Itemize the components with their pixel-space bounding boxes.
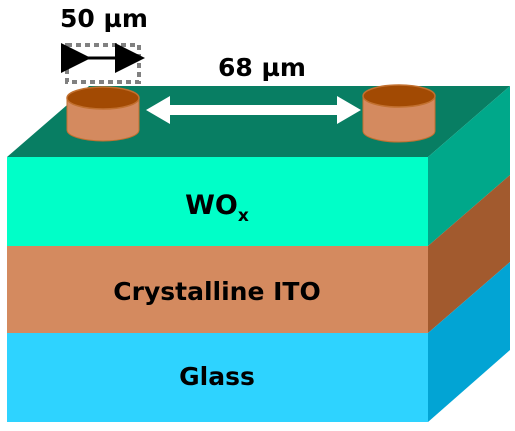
electrode-width-label: 50 µm bbox=[60, 4, 148, 33]
glass-layer-label: Glass bbox=[179, 362, 255, 391]
electrode-width-dashed-box bbox=[65, 43, 141, 84]
ito-layer-label: Crystalline ITO bbox=[113, 277, 320, 306]
left-electrode bbox=[66, 86, 140, 142]
wox-side-face bbox=[428, 86, 510, 246]
wox-layer-label: WOx bbox=[185, 190, 249, 226]
right-electrode bbox=[362, 84, 436, 143]
electrode-gap-arrow bbox=[146, 96, 361, 124]
wox-label-main: WO bbox=[185, 190, 238, 221]
wox-front-face bbox=[7, 157, 428, 246]
glass-front-face bbox=[7, 333, 428, 422]
glass-side-face bbox=[428, 262, 510, 422]
electrode-gap-label: 68 µm bbox=[218, 53, 306, 82]
ito-front-face bbox=[7, 246, 428, 333]
ito-side-face bbox=[428, 175, 510, 333]
wox-label-subscript: x bbox=[238, 206, 249, 226]
